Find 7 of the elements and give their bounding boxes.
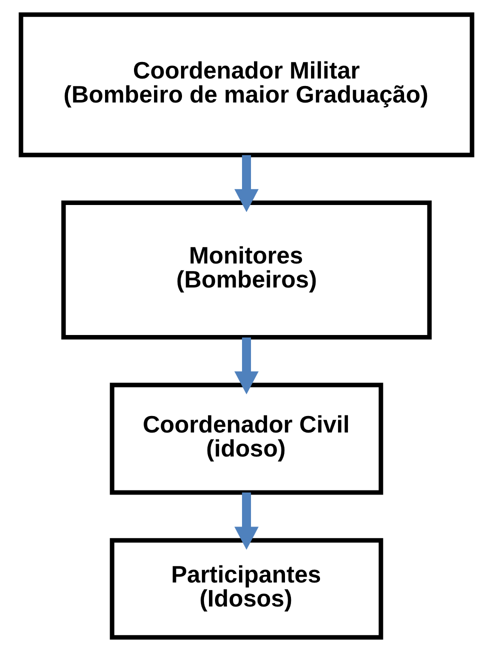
arrow bbox=[234, 337, 259, 394]
arrow bbox=[234, 155, 259, 212]
node-box: Monitores (Bombeiros) bbox=[61, 200, 432, 340]
node-box: Coordenador Militar (Bombeiro de maior Graduação) bbox=[18, 12, 474, 158]
node-box: Coordenador Civil (idoso) bbox=[110, 382, 384, 495]
arrow bbox=[234, 492, 259, 550]
node-box: Participantes (Idosos) bbox=[110, 538, 384, 640]
